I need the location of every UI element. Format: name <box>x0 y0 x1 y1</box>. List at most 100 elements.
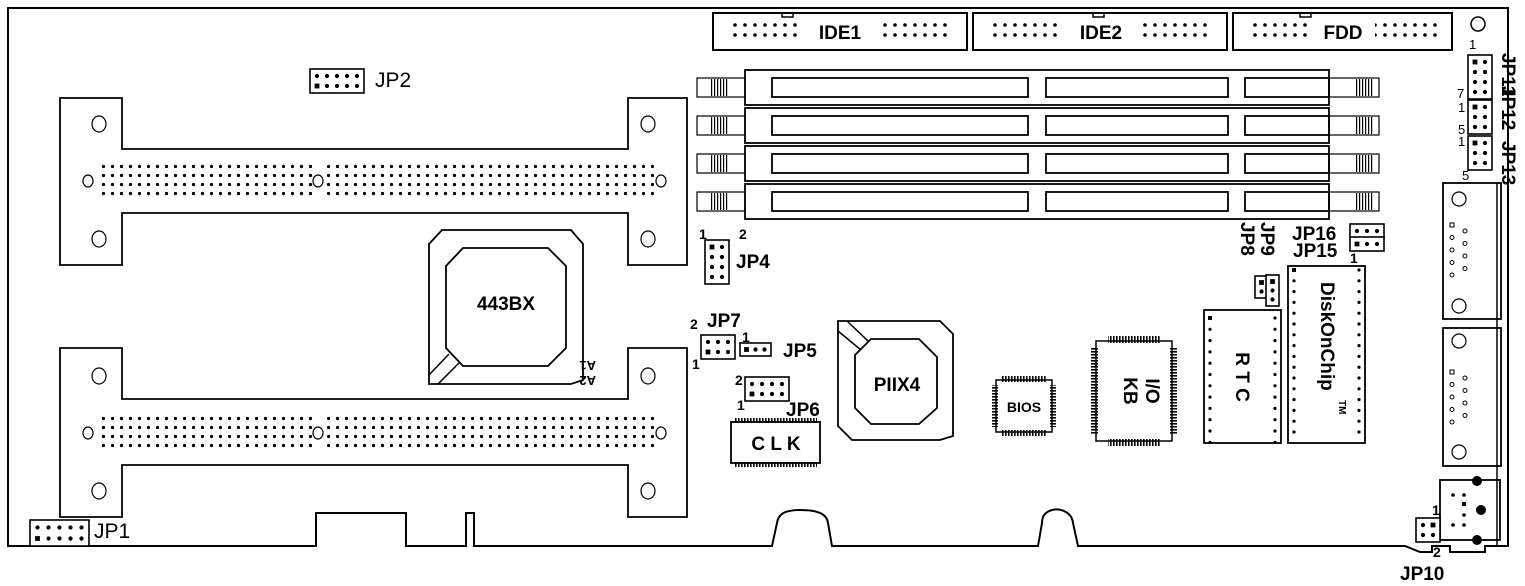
pin-1 <box>1270 279 1275 284</box>
jp13-label: JP13 <box>1497 141 1518 185</box>
pin <box>1259 289 1264 294</box>
jp9-header <box>1265 274 1280 307</box>
pin <box>715 339 721 345</box>
dimm-latch-right <box>1328 153 1380 174</box>
pin <box>1208 429 1212 433</box>
bios-label: BIOS <box>1007 399 1041 415</box>
serial-port-2 <box>1442 327 1502 467</box>
pin <box>314 73 320 79</box>
jp15-header <box>1349 236 1385 252</box>
pin <box>1208 384 1212 388</box>
jp13-pin-1: 1 <box>1458 134 1465 149</box>
pin <box>1472 89 1478 95</box>
pin <box>1462 388 1468 393</box>
pin <box>324 83 330 89</box>
jp4-pin-1: 1 <box>699 226 707 242</box>
jp2-header <box>309 68 365 94</box>
pin <box>1357 398 1361 402</box>
pin <box>1292 322 1296 326</box>
jp6-header-outline <box>744 376 790 402</box>
pin <box>1364 228 1370 234</box>
fdd-label: FDD <box>1323 23 1362 44</box>
dimm-slot <box>696 107 1380 144</box>
io-kb-chip: I/O KB <box>1091 336 1177 446</box>
pin <box>1374 241 1380 247</box>
pin <box>1292 419 1296 423</box>
jp6-pin-1: 1 <box>737 397 745 413</box>
pin <box>1273 339 1277 343</box>
jp10-header <box>1415 517 1441 543</box>
jp12-pin-5: 5 <box>1458 122 1465 137</box>
pin <box>1273 384 1277 388</box>
dimm-latch-right <box>1328 115 1380 136</box>
pin <box>1482 140 1488 146</box>
jp12-label: JP12 <box>1497 86 1518 130</box>
jp16-header <box>1349 223 1385 239</box>
pin-1 <box>749 391 755 397</box>
pin <box>1472 124 1478 130</box>
pin-1 <box>1354 241 1360 247</box>
jp7-label: JP7 <box>707 311 741 332</box>
pin <box>1357 300 1361 304</box>
pin <box>1208 327 1212 331</box>
jp7-header-outline <box>700 334 736 360</box>
pin-1 <box>709 244 715 250</box>
pin <box>344 73 350 79</box>
pin <box>334 73 340 79</box>
rtc-chip: R T C <box>1203 309 1282 444</box>
jp13-header-outline <box>1467 135 1493 171</box>
jp4-header-outline <box>704 239 730 285</box>
jp12-header <box>1467 99 1493 135</box>
pin <box>57 536 62 541</box>
pin <box>1273 440 1277 444</box>
pin <box>1292 300 1296 304</box>
clock-label: C L K <box>751 434 801 455</box>
pin <box>1208 406 1212 410</box>
pin <box>354 83 360 89</box>
jp7-pin-1: 1 <box>692 356 700 372</box>
pin <box>1482 69 1488 75</box>
pin <box>1357 387 1361 391</box>
pin <box>1357 344 1361 348</box>
pin <box>1273 372 1277 377</box>
pin <box>1374 228 1380 234</box>
jp11-label: JP11 <box>1497 53 1518 97</box>
pin <box>1292 376 1296 380</box>
jp4-pin-2: 2 <box>739 226 747 242</box>
pin <box>759 381 765 387</box>
pin-1 <box>705 349 711 355</box>
pin <box>1357 268 1361 272</box>
pin <box>1292 408 1296 412</box>
pin <box>753 347 758 352</box>
pin <box>1482 59 1488 65</box>
pin <box>715 349 721 355</box>
pin <box>1292 387 1296 391</box>
pin <box>1354 228 1360 234</box>
pin <box>79 536 84 541</box>
pin <box>719 254 725 260</box>
pin <box>1462 228 1468 234</box>
pin <box>1482 124 1488 130</box>
jumpers <box>29 54 1493 547</box>
jp6-pin-2: 2 <box>735 372 743 388</box>
pin <box>1482 79 1488 85</box>
jp12-header-outline <box>1467 99 1493 135</box>
cpu-slot-lower: A1 A2 <box>59 347 688 518</box>
pin-1 <box>1449 369 1455 375</box>
jp13-header <box>1467 135 1493 171</box>
pin <box>68 525 73 530</box>
pin <box>1482 114 1488 120</box>
dimm-latch-left <box>696 191 746 212</box>
pin <box>1208 395 1212 399</box>
pin <box>1292 333 1296 337</box>
pin <box>1420 522 1426 528</box>
pin <box>35 525 40 530</box>
pin <box>1273 429 1277 433</box>
pin <box>762 347 767 352</box>
pin <box>1462 241 1468 246</box>
pin <box>1292 279 1296 283</box>
pin-1 <box>1430 522 1436 528</box>
dimm-slots <box>696 69 1380 220</box>
rtc-label: R T C <box>1231 352 1252 402</box>
